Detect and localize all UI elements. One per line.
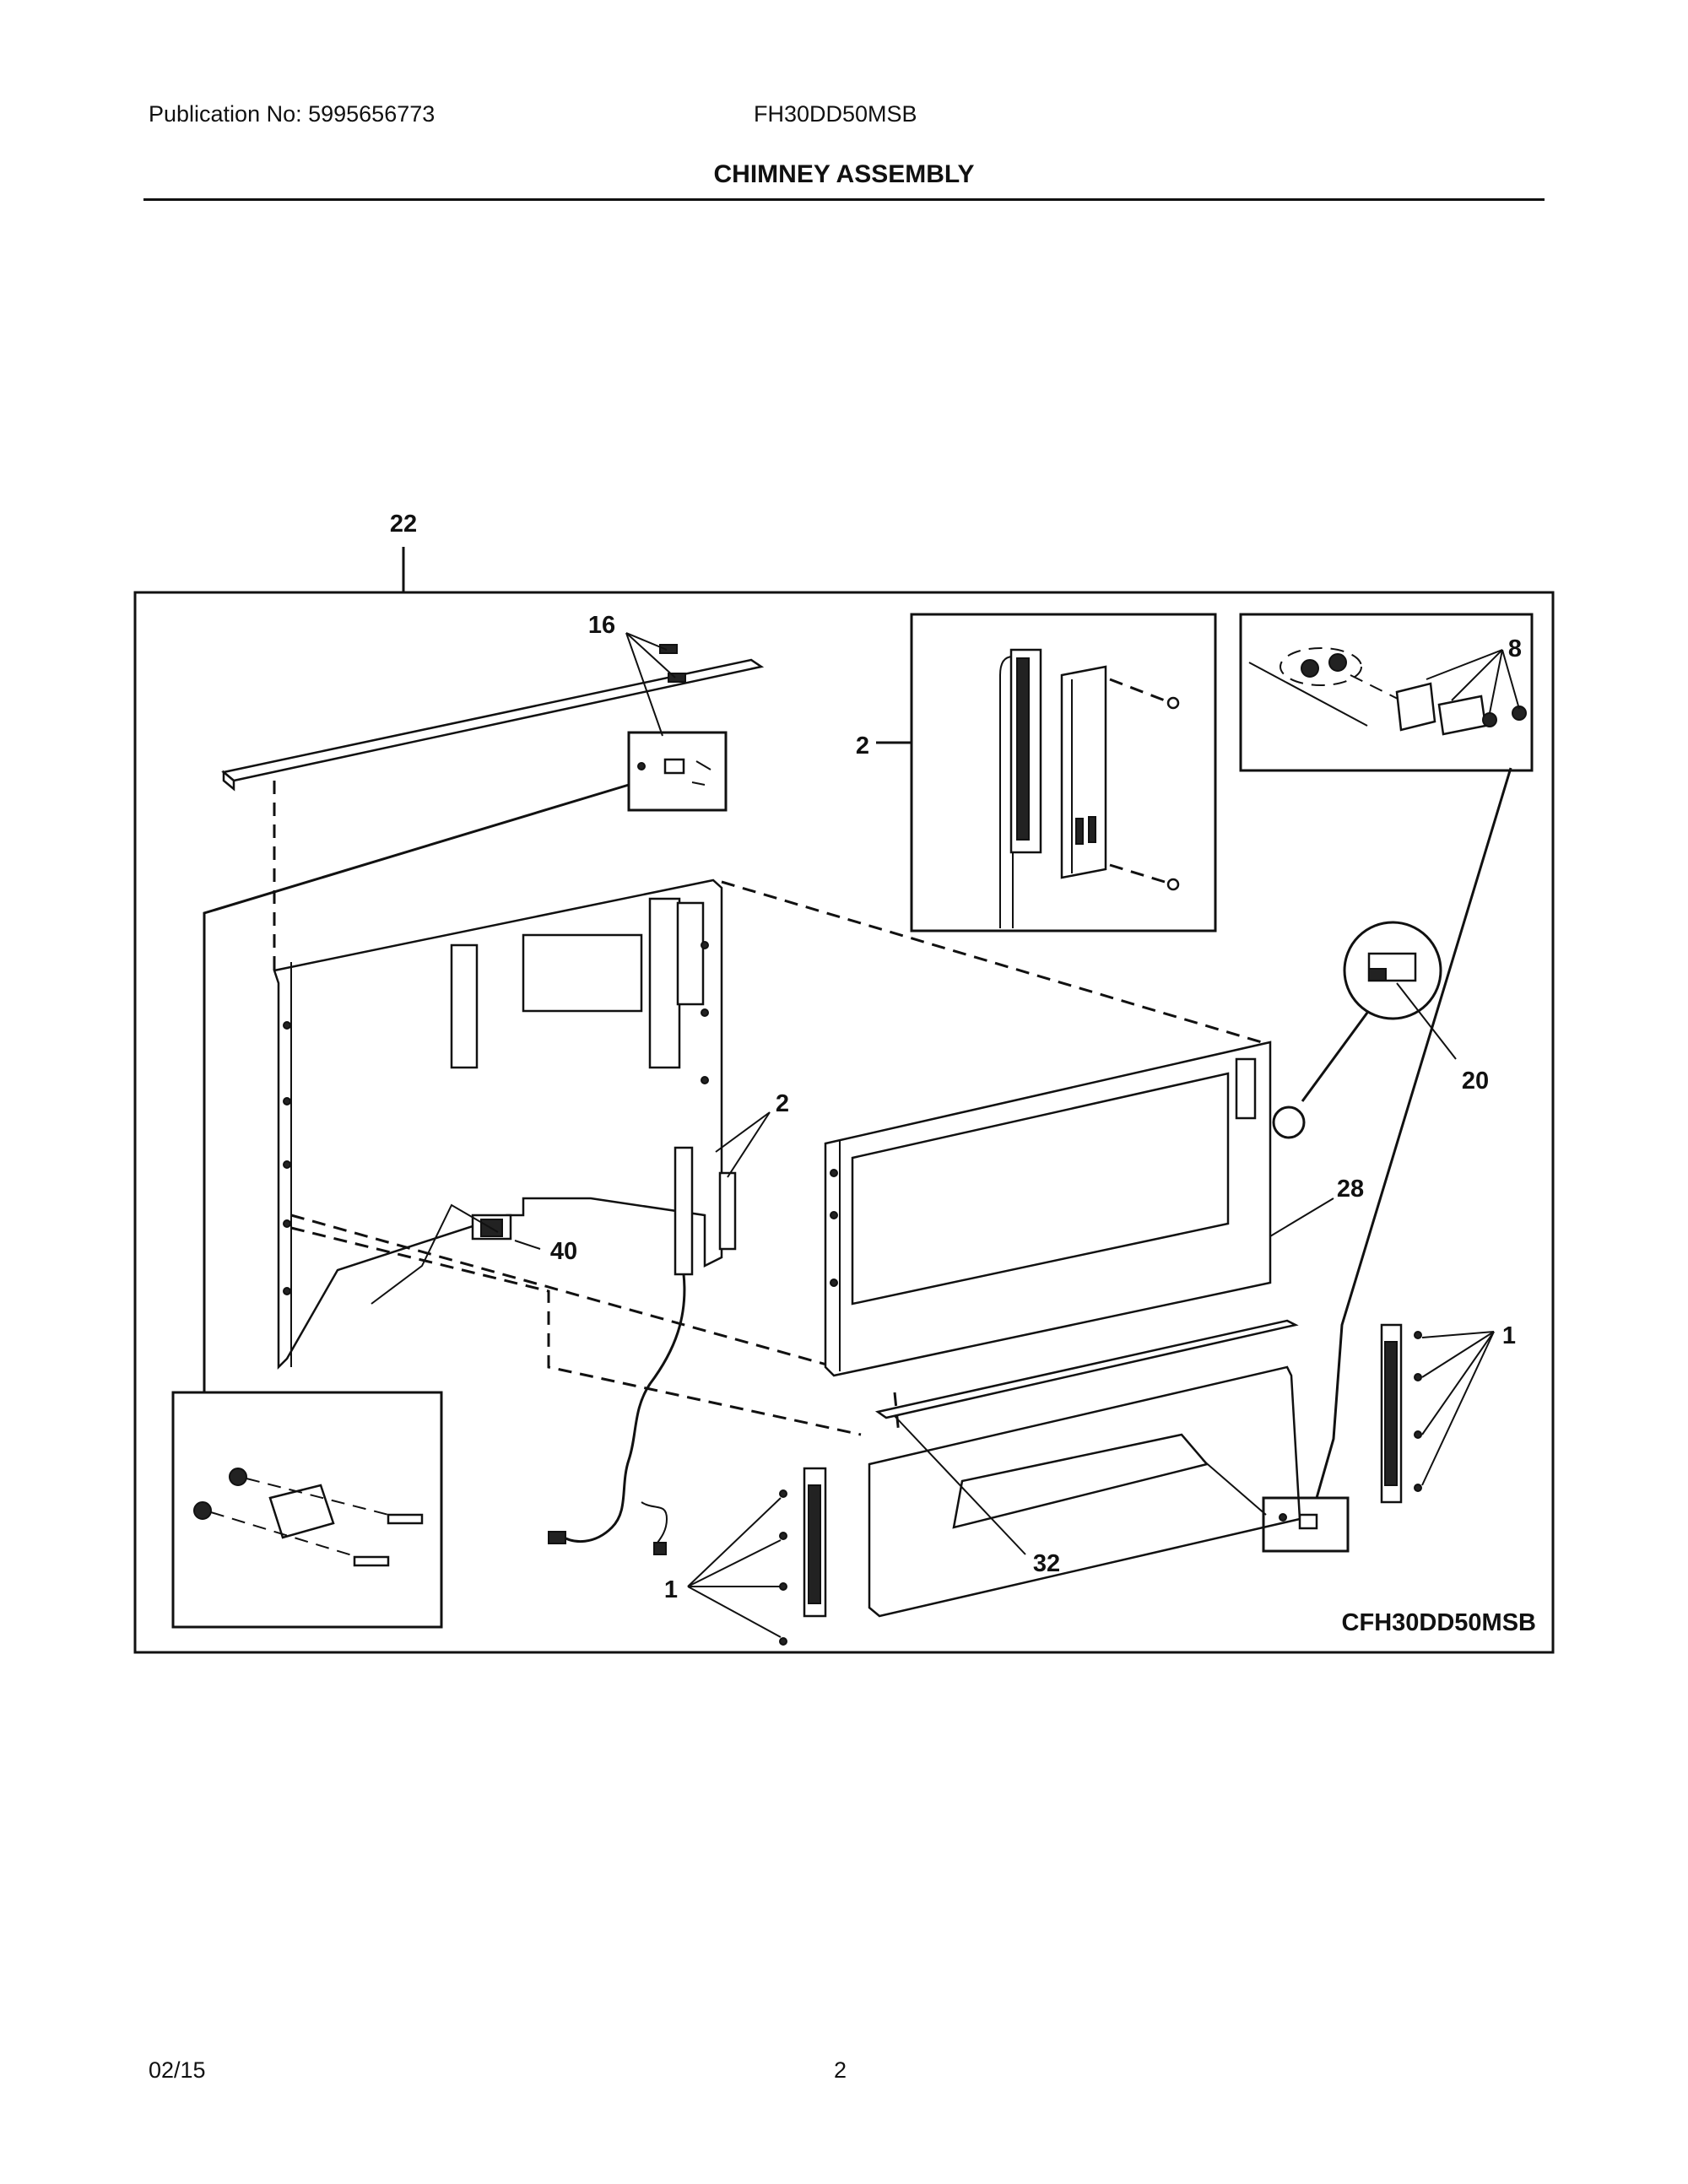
leader-32 — [894, 1415, 1026, 1555]
title-rule — [143, 198, 1545, 201]
diagram-code: CFH30DD50MSB — [1342, 1609, 1536, 1636]
callout-1a: 1 — [664, 1576, 678, 1603]
leader-8c — [1489, 649, 1503, 714]
leader-16b — [625, 632, 676, 678]
leader-16a — [625, 632, 668, 651]
inset-thermostat-20 — [1343, 921, 1442, 1020]
leader-20 — [1396, 982, 1457, 1060]
chimney-front-panel — [824, 1041, 1272, 1377]
leader-8d — [1501, 649, 1520, 710]
leader-1a-d — [687, 1586, 782, 1638]
callout-22: 22 — [390, 511, 417, 538]
thermostat-location — [1272, 1106, 1306, 1139]
dashed-guide-lip — [893, 1392, 901, 1435]
sensor-cord — [548, 1146, 694, 1555]
leader-1b-b — [1421, 1331, 1495, 1378]
footer-date: 02/15 — [149, 2057, 206, 2083]
leader-1b-d — [1421, 1331, 1495, 1486]
leader-2b-a — [715, 1111, 771, 1153]
inset-trim-clip — [627, 731, 728, 812]
leader-inset-hinge — [1315, 767, 1512, 1499]
leader-28 — [1269, 1197, 1334, 1237]
chimney-back-panel — [273, 878, 723, 1370]
leader-40 — [514, 1240, 541, 1250]
leader-1a-a — [687, 1497, 782, 1587]
dashed-guide-top — [721, 880, 1271, 1046]
leader-2b-b — [727, 1111, 771, 1178]
callout-2b: 2 — [776, 1090, 789, 1117]
callout-8: 8 — [1508, 635, 1522, 662]
leader-20-circle — [1301, 1012, 1369, 1102]
lower-trim-32 — [868, 1319, 1301, 1618]
callout-40: 40 — [550, 1238, 577, 1265]
inset-sensor-mount — [910, 613, 1217, 933]
callout-1b: 1 — [1502, 1322, 1516, 1349]
page-number: 2 — [834, 2057, 847, 2083]
callout-16: 16 — [588, 612, 615, 639]
dashed-guide-low — [290, 1226, 862, 1436]
leader-small-switch — [1202, 1459, 1267, 1516]
mounting-bracket-right — [1380, 1323, 1422, 1504]
inset-microswitch — [171, 1391, 443, 1629]
leader-8b — [1451, 649, 1503, 701]
leader-1a-b — [687, 1539, 782, 1587]
callout-32: 32 — [1033, 1550, 1060, 1577]
leader-inset-switch — [203, 783, 630, 1392]
inset-hinge-hardware — [1239, 613, 1534, 772]
leader-1b-c — [1421, 1331, 1495, 1435]
publication-number: Publication No: 5995656773 — [149, 101, 436, 127]
leader-1b-a — [1421, 1331, 1495, 1338]
door-switch-40 — [371, 1203, 512, 1305]
leader-16c — [625, 632, 663, 737]
diagram-frame — [133, 591, 1555, 1654]
dashed-guide-mid — [290, 1214, 836, 1369]
sensor-bracket-2 — [718, 1171, 737, 1251]
callout-20: 20 — [1462, 1068, 1489, 1095]
top-trim-strip — [221, 644, 765, 792]
inset-switch-small — [1262, 1496, 1350, 1553]
mounting-bracket-left — [779, 1467, 827, 1646]
page-title: CHIMNEY ASSEMBLY — [713, 160, 975, 188]
model-number: FH30DD50MSB — [754, 101, 917, 127]
callout-28: 28 — [1337, 1176, 1364, 1203]
callout-2a: 2 — [856, 733, 869, 760]
leader-8a — [1426, 649, 1503, 680]
